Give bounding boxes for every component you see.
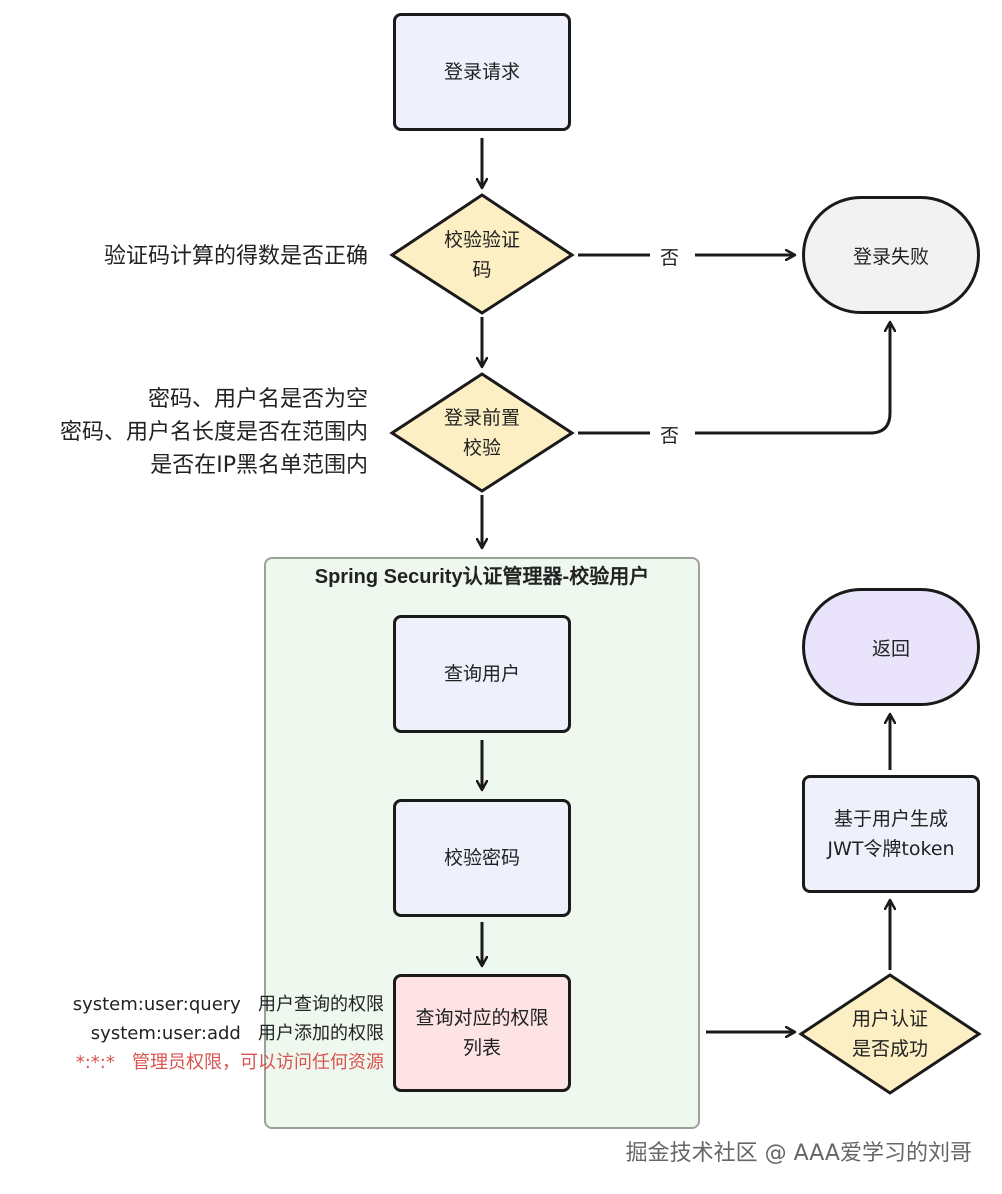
login-prevalidate-line-1: 登录前置 [443, 407, 520, 429]
user-auth-success-line-1: 用户认证 [851, 1008, 928, 1030]
captcha-note: 验证码计算的得数是否正确 [103, 244, 368, 269]
query-permissions-node: 查询对应的权限 列表 [393, 974, 571, 1092]
verify-captcha-label: 校验验证 码 [402, 220, 562, 290]
login-request-node: 登录请求 [393, 13, 571, 131]
user-auth-success-label: 用户认证 是否成功 [810, 999, 970, 1069]
permission-note-add: system:user:add 用户添加的权限 [0, 1019, 384, 1048]
verify-captcha-diamond [389, 193, 575, 315]
query-user-node: 查询用户 [393, 615, 571, 733]
verify-captcha-line-1: 校验验证 [443, 229, 520, 251]
generate-token-line-1: 基于用户生成 [833, 808, 948, 830]
prevalidate-no-label: 否 [656, 421, 684, 448]
return-node: 返回 [802, 588, 980, 706]
permission-code: system:user:add [90, 1023, 241, 1044]
query-permissions-line-1: 查询对应的权限 [415, 1007, 549, 1029]
prevalidate-notes: 密码、用户名是否为空 密码、用户名长度是否在范围内 是否在IP黑名单范围内 [0, 383, 368, 482]
prevalidate-note-line: 是否在IP黑名单范围内 [150, 453, 368, 478]
permission-note-query: system:user:query 用户查询的权限 [0, 990, 384, 1019]
edge-prevalidate-to-fail-b [695, 322, 890, 435]
generate-token-line-2: JWT令牌token [827, 838, 955, 860]
permission-desc: 管理员权限，可以访问任何资源 [132, 1052, 384, 1073]
login-prevalidate-label: 登录前置 校验 [402, 398, 562, 468]
permission-notes: system:user:query 用户查询的权限 system:user:ad… [0, 990, 384, 1077]
query-permissions-line-2: 列表 [462, 1037, 501, 1059]
prevalidate-note-line: 密码、用户名是否为空 [147, 387, 368, 412]
user-auth-success-line-2: 是否成功 [851, 1038, 928, 1060]
prevalidate-note-line: 密码、用户名长度是否在范围内 [59, 420, 368, 445]
permission-note-admin: *:*:* 管理员权限，可以访问任何资源 [0, 1048, 384, 1077]
permission-code: *:*:* [75, 1052, 115, 1073]
verify-captcha-line-2: 码 [472, 259, 492, 281]
watermark: 掘金技术社区 @ AAA爱学习的刘哥 [625, 1141, 972, 1166]
login-prevalidate-diamond [389, 372, 575, 493]
group-title: Spring Security认证管理器-校验用户 [314, 566, 650, 588]
login-prevalidate-line-2: 校验 [462, 437, 501, 459]
user-auth-success-diamond [798, 973, 982, 1095]
login-fail-node: 登录失败 [802, 196, 980, 314]
captcha-no-label: 否 [656, 243, 684, 270]
generate-token-node: 基于用户生成 JWT令牌token [802, 775, 980, 893]
permission-code: system:user:query [72, 994, 241, 1015]
permission-desc: 用户查询的权限 [258, 994, 384, 1015]
permission-desc: 用户添加的权限 [258, 1023, 384, 1044]
verify-password-node: 校验密码 [393, 799, 571, 917]
